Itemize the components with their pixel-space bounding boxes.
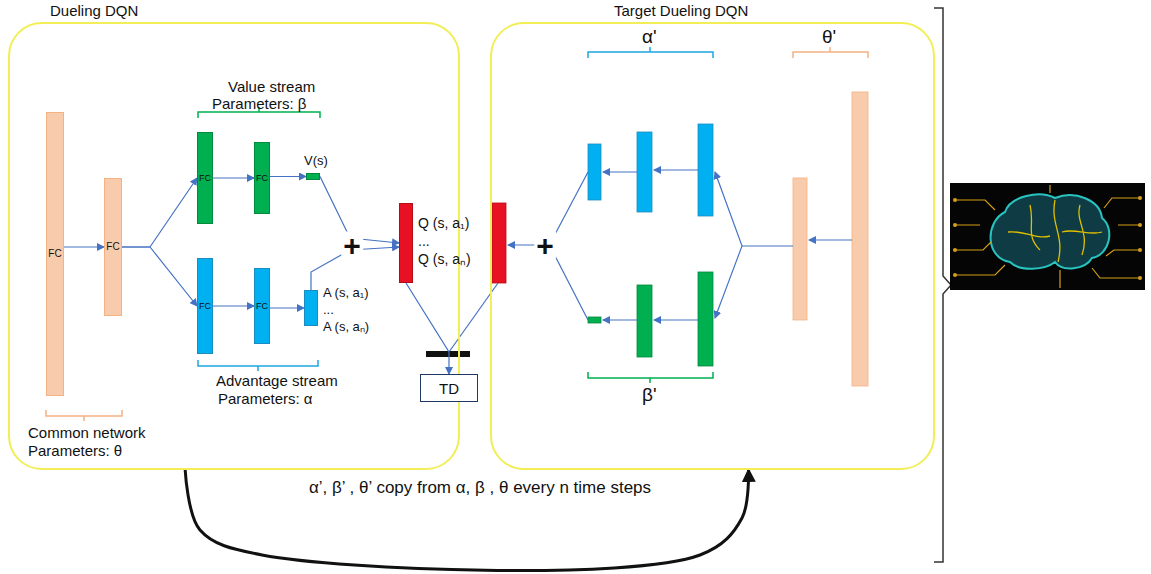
layer-label: FC [199,302,211,311]
target-advantage-fc [698,124,713,216]
edge-label: α’, β’ , θ’ copy from α, β , θ every n t… [230,478,730,498]
target-value-fc [637,285,652,357]
annotation: θ' [822,26,836,48]
annotation: Parameters: θ [28,442,122,459]
data-flow-arrow [213,177,254,178]
layer-label: FC [256,302,268,311]
common-bracket [46,410,122,421]
output-label: Q (s, aₙ) [418,250,471,268]
output-label: TD [439,380,459,397]
advantage-output: A (s, a₁)...A (s, aₙ) [304,290,318,326]
output-labels: A (s, a₁)...A (s, aₙ) [323,285,369,336]
data-flow-arrow [122,247,197,306]
advantage-bracket [198,360,318,371]
target-arrows [449,170,852,352]
target-advantage-fc [637,132,652,212]
data-flow-arrow [406,283,449,374]
target-advantage-out [588,144,601,200]
layer-label: FC [48,249,61,259]
layer-label: FC [106,242,119,252]
output-label: V(s) [304,153,328,168]
annotation: Parameters: α [218,390,313,407]
beta-prime-bracket [588,372,713,383]
td-box: TD [420,374,478,402]
plus-sign: + [534,232,556,259]
data-flow-arrow [213,305,254,306]
value-output: V(s) [306,173,320,180]
target-network-box: Target Dueling DQN [490,22,935,470]
network-title: Dueling DQN [50,2,138,19]
layer-label: FC [256,174,268,183]
annotation: Advantage stream [216,372,338,389]
data-flow-arrow [270,176,306,177]
output-label: A (s, a₁) [323,285,369,302]
network-title: Target Dueling DQN [614,2,748,19]
data-flow-arrow [64,246,104,247]
data-flow-arrow [270,307,304,308]
fc-layer: FC [46,112,64,396]
layer-label: FC [199,174,211,183]
output-label: Q (s, a₁) [418,214,471,232]
output-labels: Q (s, a₁)...Q (s, aₙ) [418,214,471,269]
annotation: Value stream [228,78,315,95]
alpha-prime-bracket [588,47,713,58]
fc-layer: FC [254,268,270,344]
output-label: A (s, aₙ) [323,319,369,336]
target-common-fc [852,92,868,386]
annotation: β' [642,384,657,406]
target-value-out [588,317,601,323]
copy-arrow [185,470,748,571]
annotation: Parameters: β [212,95,307,112]
data-flow-arrow [122,178,197,247]
brain-circuit-image [950,183,1145,290]
target-q-bar [492,203,506,283]
output-label: ... [323,302,369,319]
output-label: ... [418,232,471,250]
target-value-fc [698,272,713,366]
fc-layer: FC [254,142,270,214]
target-common-fc [793,178,807,320]
annotation: Common network [28,424,146,441]
theta-prime-bracket [793,47,868,58]
fc-layer: FC [197,132,213,224]
right-bracket [934,8,951,562]
fc-layer: FC [197,258,213,354]
minus-sign [426,351,470,357]
plus-sign: + [341,232,363,259]
q-output: Q (s, a₁)...Q (s, aₙ) [399,203,413,283]
fc-layer: FC [104,178,122,316]
annotation: α' [642,26,657,48]
